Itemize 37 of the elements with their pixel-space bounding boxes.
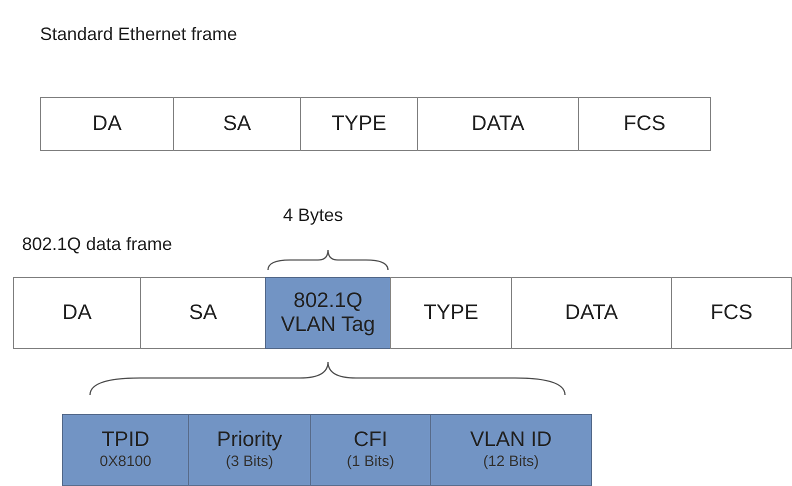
frame-field — [13, 277, 141, 349]
field-name: FCS — [710, 301, 752, 325]
frame-field — [173, 97, 301, 151]
frame-field — [430, 414, 592, 486]
frame-field — [40, 97, 174, 151]
frame-field — [62, 414, 189, 486]
field-value: 0X8100 — [100, 452, 152, 472]
frame-field — [417, 97, 579, 151]
field-name: CFI — [354, 428, 388, 452]
field-name: DATA — [472, 112, 524, 136]
frame-field — [140, 277, 266, 349]
field-name: DA — [92, 112, 122, 136]
frame-field — [578, 97, 711, 151]
frame-field — [310, 414, 431, 486]
frame-field — [265, 277, 391, 349]
field-name: TPID — [102, 428, 150, 452]
frame-title: Standard Ethernet frame — [40, 24, 238, 45]
field-name: 802.1Q VLAN Tag — [280, 289, 376, 337]
frame-field — [511, 277, 672, 349]
field-value: (1 Bits) — [346, 452, 394, 472]
field-value: (3 Bits) — [226, 452, 274, 472]
field-name: FCS — [624, 112, 666, 136]
field-name: DA — [62, 301, 92, 325]
field-name: TYPE — [332, 112, 386, 136]
frame-field — [300, 97, 418, 151]
frame-field — [671, 277, 792, 349]
field-value: (12 Bits) — [483, 452, 539, 472]
field-name: SA — [222, 112, 251, 136]
frame-title: 802.1Q data frame — [22, 234, 172, 255]
field-name: Priority — [216, 428, 282, 452]
field-name: VLAN ID — [470, 428, 552, 452]
field-name: TYPE — [424, 301, 478, 325]
field-name: SA — [188, 301, 217, 325]
frame-field — [188, 414, 311, 486]
size-label: 4 Bytes — [283, 205, 344, 226]
frame-field — [390, 277, 512, 349]
field-name: DATA — [565, 301, 618, 325]
